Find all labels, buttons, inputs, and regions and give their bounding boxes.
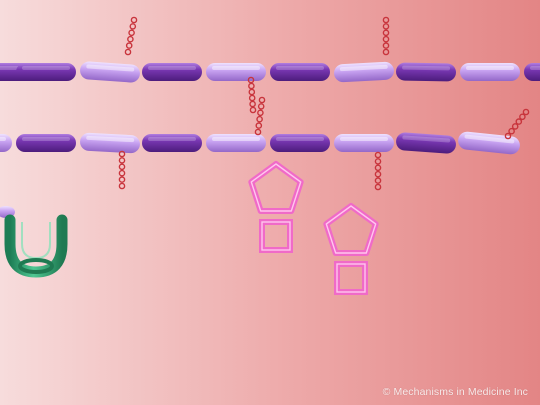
bead-chain [504,108,530,140]
filament-segment-dark [142,63,202,81]
filament-segment-dark [396,132,456,154]
copyright-credit: © Mechanisms in Medicine Inc [382,386,528,398]
filament-segment-light [206,134,266,152]
filament-segment-light [458,131,520,155]
filament-segment-dark [396,62,456,82]
bead-chain [374,151,382,191]
filament-segment-dark [16,134,76,152]
pentagon-square-molecule-icon [248,161,304,253]
bead-chain [382,16,390,56]
bead-chain [254,96,266,136]
filament-segment-light [206,63,266,81]
u-clamp-icon [0,206,68,278]
filament-segment-light [80,61,140,83]
bead-chain [124,16,138,56]
pentagon-square-molecule-icon [323,203,379,295]
filament-segment-dark [270,134,330,152]
filament-segment-light [334,134,394,152]
filaments [0,61,540,155]
filament-segment-dark [142,134,202,152]
molecules [248,161,379,295]
side-chains [118,16,530,191]
filament-segment-light [0,134,12,152]
filament-segment-light [80,132,140,154]
filament-segment-dark [16,63,76,81]
filament-segment-light [460,63,520,81]
bead-chain [118,150,126,190]
filament-segment-dark [524,63,540,81]
filament-segment-dark [270,63,330,81]
filament-segment-light [334,61,394,83]
bead-chain [247,76,257,114]
